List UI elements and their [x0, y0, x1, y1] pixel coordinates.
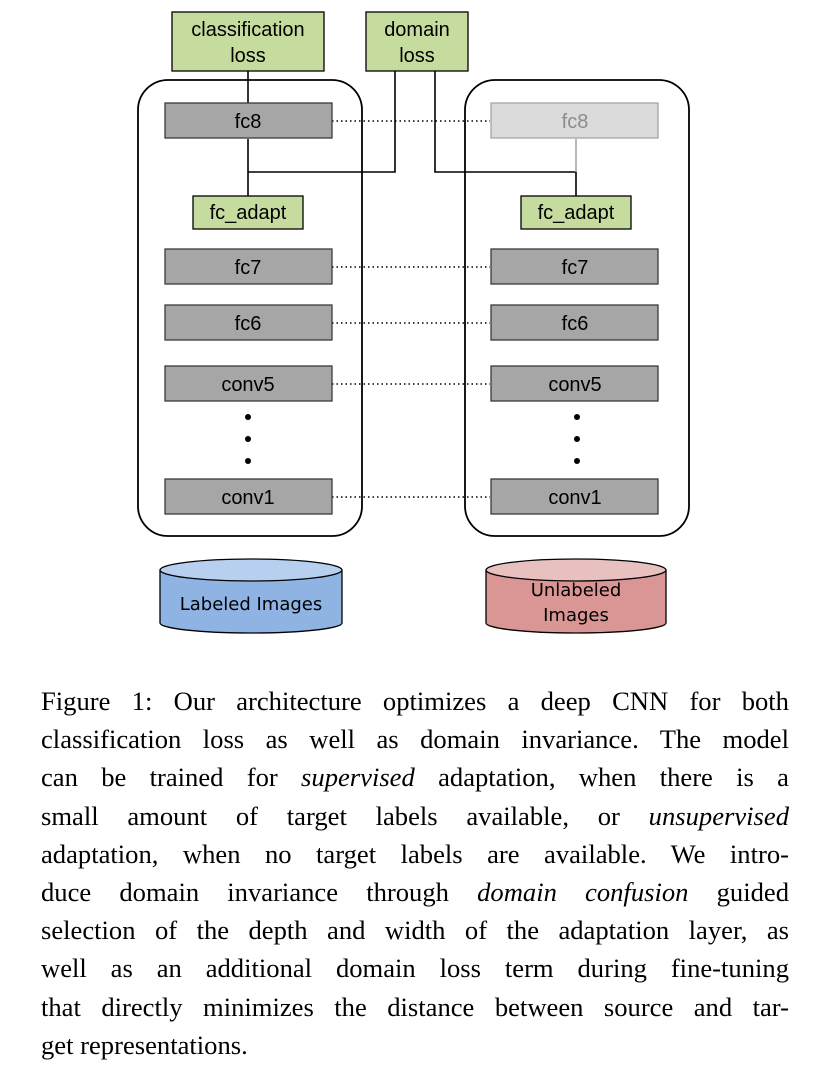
- source-fc7-label: fc7: [235, 257, 262, 279]
- domain-loss-target-connector: [434, 71, 577, 196]
- target-fc7-layer: fc7: [490, 248, 659, 285]
- labeled-images-label: Labeled Images: [180, 594, 323, 615]
- caption-line-1: Figure 1: Our architecture optimizes a d…: [41, 686, 789, 716]
- figure-caption: Figure 1: Our architecture optimizes a d…: [41, 682, 789, 1064]
- domain-loss-line1: domain: [384, 19, 450, 41]
- target-conv1-label: conv1: [548, 487, 601, 509]
- unlabeled-images-database: Unlabeled Images: [485, 558, 667, 634]
- source-conv1-label: conv1: [221, 487, 274, 509]
- target-fc-adapt-layer: fc_adapt: [520, 195, 632, 230]
- labeled-images-database: Labeled Images: [159, 558, 343, 634]
- caption-line-7: selection of the depth and width of the …: [41, 915, 789, 946]
- unlabeled-images-label-line2: Images: [543, 605, 609, 626]
- source-fc6-label: fc6: [235, 313, 262, 335]
- target-ellipsis: [574, 414, 580, 464]
- caption-line-2: classification loss as well as domain in…: [41, 724, 789, 755]
- source-fc8-label: fc8: [235, 111, 262, 133]
- domain-loss-box: domain loss: [365, 11, 469, 72]
- classification-loss-box: classification loss: [171, 11, 325, 72]
- unsupervised-emphasis: unsupervised: [648, 800, 789, 831]
- caption-line-9: that directly minimizes the distance bet…: [41, 991, 789, 1022]
- source-fc8-layer: fc8: [164, 102, 333, 139]
- architecture-diagram: classification loss domain loss fc8 fc_a…: [137, 11, 690, 634]
- source-conv5-layer: conv5: [164, 365, 333, 402]
- target-network-container: [464, 79, 690, 537]
- caption-line-3: can be trained for supervised adaptation…: [41, 762, 789, 793]
- domain-loss-line2: loss: [399, 45, 435, 67]
- classification-loss-line2: loss: [230, 45, 266, 67]
- caption-line-5: adaptation, when no target labels are av…: [41, 838, 789, 869]
- connector-lines: [247, 71, 577, 196]
- source-network-container: [137, 79, 363, 537]
- source-ellipsis: [245, 414, 251, 464]
- supervised-emphasis: supervised: [301, 762, 415, 793]
- target-fc8-label: fc8: [562, 111, 589, 133]
- source-conv5-label: conv5: [221, 374, 274, 396]
- unlabeled-images-label-line1: Unlabeled: [531, 580, 622, 601]
- domain-confusion-emphasis: domain confusion: [477, 876, 689, 907]
- caption-line-10: get representations.: [41, 1029, 248, 1060]
- target-fc7-label: fc7: [562, 257, 589, 279]
- weight-sharing-links: [332, 120, 490, 498]
- target-fc8-layer: fc8: [490, 102, 659, 139]
- source-conv1-layer: conv1: [164, 478, 333, 515]
- target-fc-adapt-label: fc_adapt: [538, 202, 615, 224]
- source-fc-adapt-layer: fc_adapt: [192, 195, 304, 230]
- classification-loss-line1: classification: [191, 19, 304, 41]
- target-fc6-label: fc6: [562, 313, 589, 335]
- source-fc7-layer: fc7: [164, 248, 333, 285]
- domain-loss-source-connector: [248, 71, 396, 173]
- figure-label: Figure 1:: [41, 686, 153, 716]
- source-fc6-layer: fc6: [164, 304, 333, 341]
- target-conv5-label: conv5: [548, 374, 601, 396]
- target-conv1-layer: conv1: [490, 478, 659, 515]
- source-fc-adapt-label: fc_adapt: [210, 202, 287, 224]
- target-fc6-layer: fc6: [490, 304, 659, 341]
- caption-line-4: small amount of target labels available,…: [41, 800, 789, 831]
- caption-line-8: well as an additional domain loss term d…: [41, 953, 789, 984]
- caption-line-6: duce domain invariance through domain co…: [41, 876, 789, 907]
- target-conv5-layer: conv5: [490, 365, 659, 402]
